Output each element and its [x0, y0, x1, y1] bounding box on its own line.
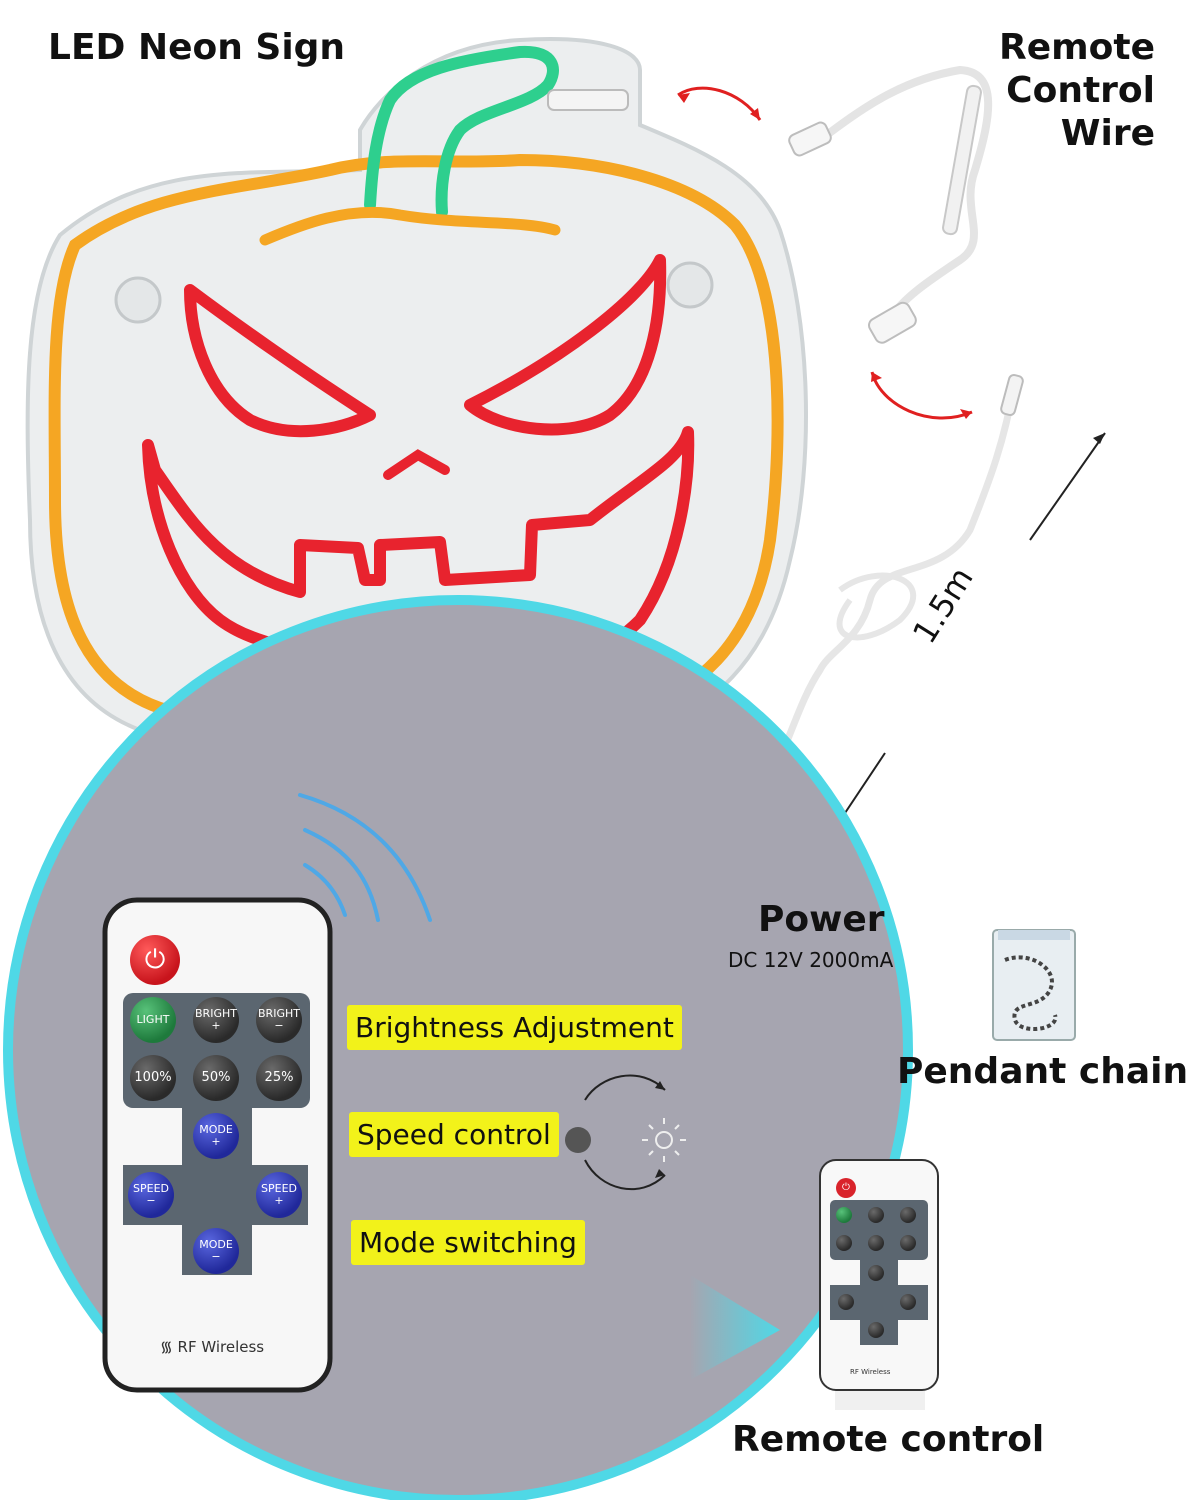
feature-speed: Speed control — [349, 1112, 559, 1157]
power-spec: DC 12V 2000mA — [728, 948, 894, 972]
mini-remote-brand: RF Wireless — [850, 1368, 891, 1376]
speed-up-button[interactable]: SPEED + — [256, 1172, 302, 1218]
remote-wire-title: Remote Control Wire — [998, 27, 1155, 155]
remote-brand: ᯾ RF Wireless — [160, 1337, 264, 1357]
red-arrow-top — [677, 86, 762, 121]
mini-power-button[interactable]: ⏻ — [836, 1178, 856, 1198]
neon-sign-title: LED Neon Sign — [48, 27, 346, 68]
neon-red-right-eye — [464, 254, 667, 436]
brightness-100-button[interactable]: 100% — [130, 1055, 176, 1101]
light-off-dot — [565, 1127, 591, 1153]
neon-red-left-eye — [184, 284, 376, 438]
wireless-icon: ᯾ — [160, 1338, 178, 1356]
speed-down-button[interactable]: SPEED − — [128, 1172, 174, 1218]
light-on-icon — [642, 1118, 686, 1162]
sign-connector — [547, 89, 629, 111]
remote-wire-receiver — [942, 84, 982, 236]
power-button[interactable]: ⏻ — [130, 935, 180, 985]
mode-up-button[interactable]: MODE + — [193, 1113, 239, 1159]
neon-orange-top — [259, 206, 561, 246]
suction-cup-left — [114, 276, 162, 324]
power-title: Power — [758, 899, 885, 940]
brightness-25-button[interactable]: 25% — [256, 1055, 302, 1101]
signal-waves — [298, 793, 432, 922]
rotation-arrow-top — [584, 1074, 666, 1101]
neon-orange-outline — [48, 153, 784, 741]
power-cable — [756, 376, 1019, 804]
zoom-beam — [690, 1275, 780, 1380]
neon-red-nose — [383, 449, 450, 480]
mini-bright-down-button[interactable] — [900, 1207, 916, 1223]
rotation-arrow-bottom — [584, 1159, 666, 1191]
remote-brand-text: RF Wireless — [177, 1338, 265, 1356]
feature-mode: Mode switching — [351, 1220, 585, 1265]
bright-down-button[interactable]: BRIGHT − — [256, 997, 302, 1043]
mini-light-button[interactable] — [836, 1207, 852, 1223]
mini-mode-up-button[interactable] — [868, 1265, 884, 1281]
remote-wire-plug — [788, 121, 832, 157]
neon-red-mouth — [142, 426, 695, 674]
remote-control-title: Remote control — [732, 1419, 1045, 1460]
neon-green-stem — [364, 45, 559, 218]
mini-100-button[interactable] — [836, 1235, 852, 1251]
mini-bright-up-button[interactable] — [868, 1207, 884, 1223]
remote-wire-socket — [868, 301, 917, 344]
mini-speed-down-button[interactable] — [838, 1294, 854, 1310]
power-plug-tip — [1000, 373, 1024, 417]
mini-50-button[interactable] — [868, 1235, 884, 1251]
pendant-chain-bag — [992, 929, 1076, 1041]
mode-down-button[interactable]: MODE − — [193, 1228, 239, 1274]
feature-brightness: Brightness Adjustment — [347, 1005, 682, 1050]
suction-cup-right — [666, 261, 714, 309]
red-arrow-middle — [870, 371, 973, 420]
length-arrow-up — [1029, 432, 1106, 541]
remote-wire-cable — [816, 65, 993, 324]
brightness-50-button[interactable]: 50% — [193, 1055, 239, 1101]
pendant-chain-title: Pendant chain — [897, 1051, 1189, 1092]
mini-25-button[interactable] — [900, 1235, 916, 1251]
mini-speed-up-button[interactable] — [900, 1294, 916, 1310]
mini-mode-down-button[interactable] — [868, 1322, 884, 1338]
light-button[interactable]: LIGHT — [130, 997, 176, 1043]
bright-up-button[interactable]: BRIGHT + — [193, 997, 239, 1043]
remote-dpad-panel — [123, 1108, 308, 1275]
